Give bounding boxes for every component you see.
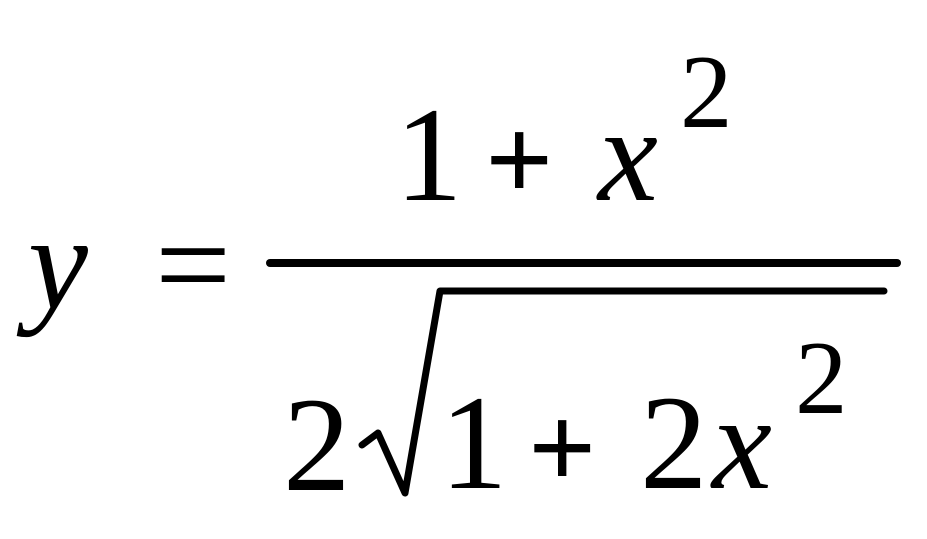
lhs-variable: y (16, 189, 88, 338)
radicand-one: 1 (440, 369, 508, 518)
radicand-exponent: 2 (795, 319, 848, 436)
numerator-one: 1 (395, 81, 463, 230)
equals-sign: = (155, 191, 231, 340)
numerator-x: x (596, 81, 658, 230)
radicand-coefficient: 2 (640, 369, 708, 518)
numerator-exponent: 2 (680, 33, 733, 150)
denominator-coefficient: 2 (283, 371, 351, 520)
numerator-plus: + (485, 93, 553, 226)
radicand-x: x (710, 369, 772, 518)
radicand-plus: + (528, 381, 596, 514)
radical-sign (358, 287, 888, 497)
